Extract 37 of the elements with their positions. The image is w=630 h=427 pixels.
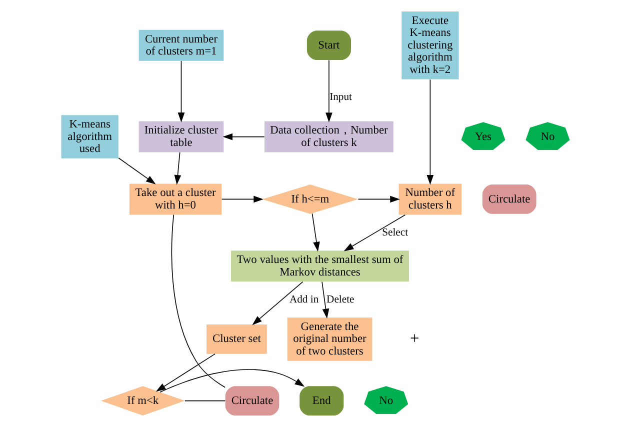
arrow	[252, 281, 303, 326]
edge-label: Add in	[288, 294, 318, 306]
arrow	[177, 60, 184, 122]
node-box: Number of clusters h	[398, 184, 462, 215]
arrow	[321, 281, 329, 319]
arrow	[159, 369, 304, 392]
arrow	[222, 133, 264, 140]
edge-label: Delete	[326, 294, 354, 306]
arrow	[174, 152, 181, 185]
connector	[184, 400, 226, 402]
label: +	[410, 328, 419, 348]
node-box: Circulate	[224, 386, 279, 416]
node-box: End	[299, 386, 344, 416]
edge-label: Input	[329, 92, 352, 103]
node-box: Current number of clusters m=1	[138, 30, 224, 61]
node-diamond: If h<=m	[262, 184, 358, 214]
arrow	[118, 158, 156, 184]
node-box: Circulate	[482, 184, 536, 214]
node-box: Two values with the smallest sum of Markov distances	[230, 250, 408, 282]
node-box: Take out a cluster with h=0	[128, 184, 222, 215]
edge-label: Select	[382, 227, 408, 238]
node-box: Data collection，Number of clusters k	[264, 121, 393, 152]
node-diamond: If m<k	[100, 386, 184, 416]
node-box: Execute K-means clustering algorithm with k=2	[401, 12, 458, 80]
arrow	[357, 196, 400, 203]
node-box: Cluster set	[206, 324, 266, 354]
node-box: Start	[306, 30, 350, 60]
arrow	[343, 214, 406, 252]
arrow	[325, 60, 332, 122]
node-box: Initialize cluster table	[138, 121, 224, 152]
node-box: Generate the original number of two clusters	[286, 318, 372, 361]
arrow	[155, 354, 215, 392]
arrow	[220, 196, 263, 203]
arrow	[311, 213, 320, 252]
node-box: K-means algorithm used	[60, 115, 118, 158]
connector	[170, 214, 225, 388]
arrow	[426, 79, 434, 185]
